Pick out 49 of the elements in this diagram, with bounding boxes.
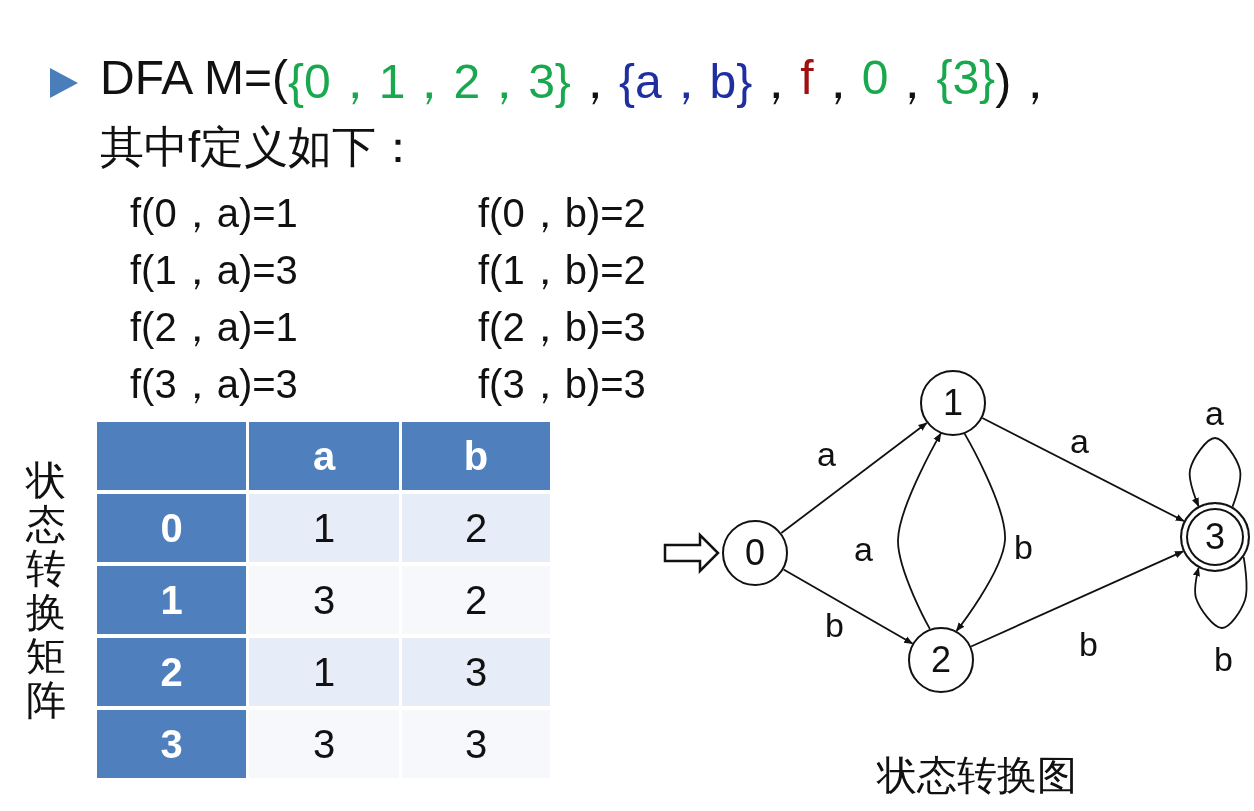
diagram-caption: 状态转换图 [877,752,1077,799]
title-text: )， [995,54,1060,110]
transition-arrow [782,568,914,645]
state-circle: 1 [920,370,986,436]
table-cell: 3 [402,710,550,778]
column-header-cell: a [249,422,399,490]
title-text: {a，b} [618,54,753,110]
table-cell: 3 [402,638,550,706]
title-text: DFA M=( [100,50,289,104]
title-text: 0 [861,50,889,106]
transition-function-text: f(1，a)=3 [130,247,298,294]
transition-function-text: f(0，a)=1 [130,190,298,237]
table-cell: 1 [249,638,399,706]
transition-function-text: f(2，a)=1 [130,304,298,351]
table-cell: 1 [249,494,399,562]
accepting-state-circle: 3 [1180,502,1250,572]
transition-function-text: f(2，b)=3 [478,304,646,351]
transition-function-text: f(3，a)=3 [130,361,298,408]
transition-function-text: f(0，b)=2 [478,190,646,237]
transition-arrow [780,422,928,534]
table-cell: 2 [402,494,550,562]
transition-function-text: f(1，b)=2 [478,247,646,294]
transition-function-text: f(3，b)=3 [478,361,646,408]
title-text: ， [752,54,801,110]
table-cell: 3 [249,566,399,634]
title-text: ， [888,54,937,110]
table-cell: 2 [402,566,550,634]
row-header-cell: 0 [97,494,246,562]
row-header-cell: 1 [97,566,246,634]
transition-arrow [955,432,1006,632]
transition-arrow [970,550,1184,648]
column-header-cell: b [402,422,550,490]
transition-arrow [1193,556,1248,629]
transition-arrow [1188,437,1242,508]
row-header-cell: 2 [97,638,246,706]
title-text: {3} [936,50,996,104]
vertical-table-title: 状态转换矩阵 [26,458,66,722]
title-text: f [800,50,814,106]
state-circle: 0 [722,520,788,586]
transition-arrow [897,432,942,630]
start-arrow [663,532,720,574]
title-text: ， [570,54,619,110]
table-cell: 3 [249,710,399,778]
title-text: ， [813,54,862,110]
transition-arrow [981,417,1185,522]
definition-heading: 其中f定义如下： [100,121,421,173]
row-header-cell: 3 [97,710,246,778]
state-circle: 2 [908,627,974,693]
title-text: {0，1，2，3} [288,54,571,110]
